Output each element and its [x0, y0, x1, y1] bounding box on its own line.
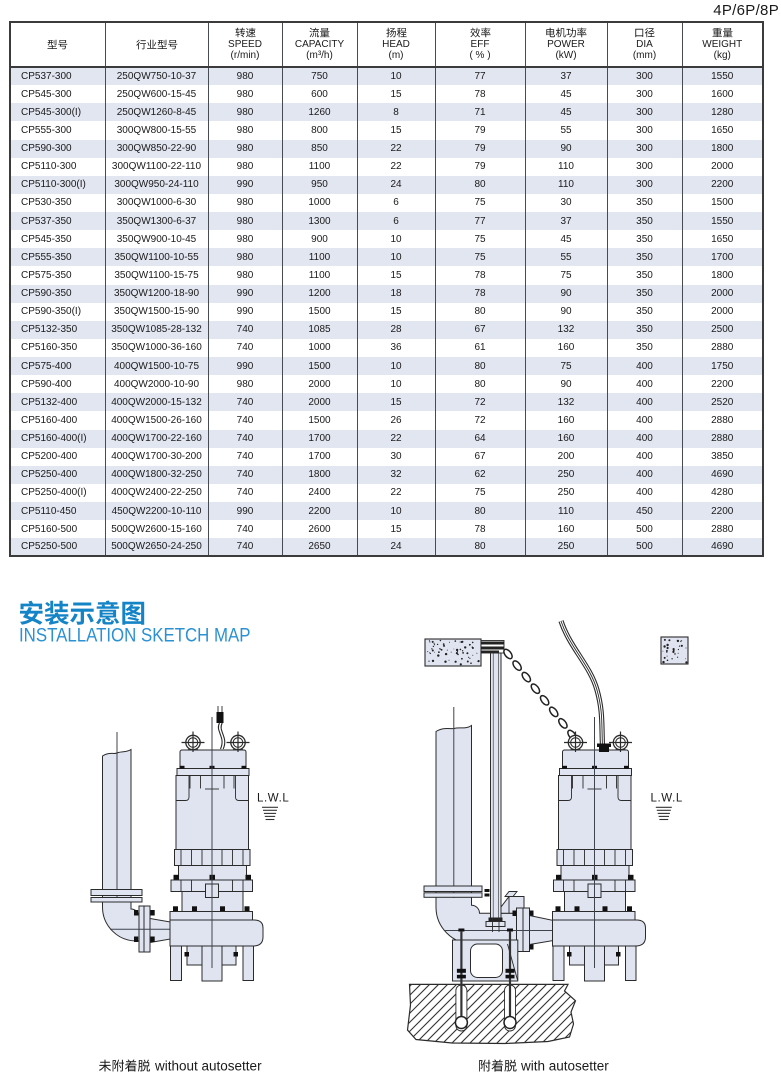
- svg-text:L.W.L: L.W.L: [257, 793, 289, 805]
- svg-text:INSTALLATION SKETCH MAP: INSTALLATION SKETCH MAP: [19, 626, 251, 647]
- svg-text:with autosetter: with autosetter: [520, 1059, 609, 1074]
- svg-text:L.W.L: L.W.L: [651, 793, 683, 805]
- svg-text:without autosetter: without autosetter: [154, 1059, 262, 1074]
